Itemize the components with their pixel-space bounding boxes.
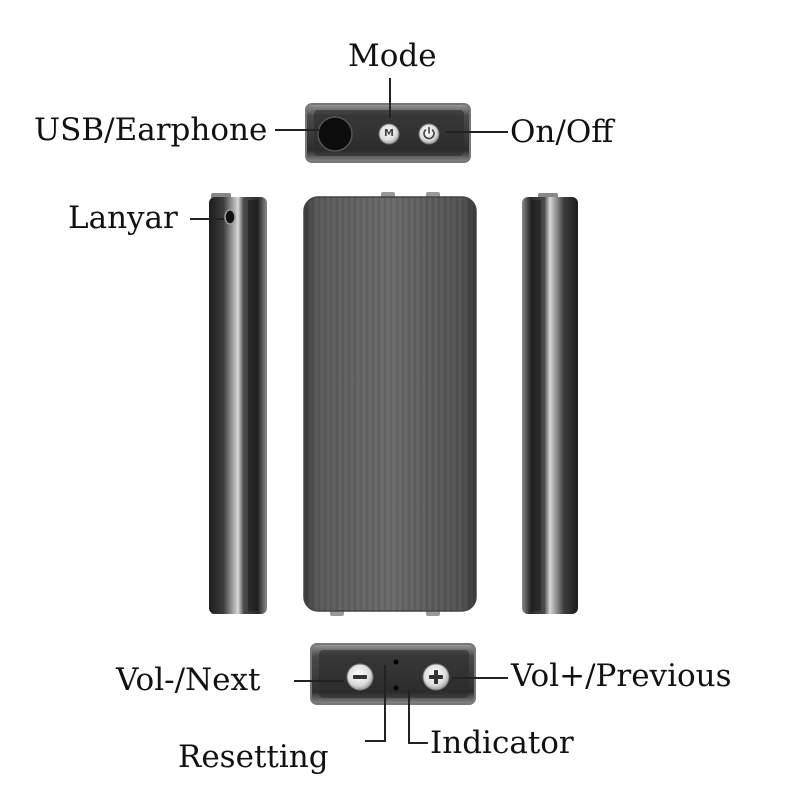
- reset-hole: [393, 659, 399, 665]
- indicator-light: [393, 685, 399, 691]
- vol-plus-previous-label: Vol+/Previous: [511, 658, 732, 694]
- right-side-view: [522, 193, 578, 614]
- vol-plus-leader: [452, 677, 508, 679]
- resetting-leader-h: [365, 740, 386, 742]
- usb-earphone-label: USB/Earphone: [34, 112, 268, 148]
- left-side-view: [209, 193, 267, 614]
- indicator-leader-h: [408, 742, 428, 744]
- usb-earphone-port: [317, 116, 353, 152]
- bottom-end-view: [310, 643, 476, 705]
- lanyar-leader: [190, 218, 224, 220]
- front-view: [303, 192, 477, 616]
- resetting-leader-v: [384, 665, 386, 741]
- indicator-label: Indicator: [430, 725, 574, 761]
- on-off-leader: [446, 131, 508, 133]
- indicator-leader-v: [408, 690, 410, 743]
- top-end-view: [305, 103, 471, 163]
- lanyar-label: Lanyar: [68, 200, 178, 236]
- on-off-button: [418, 123, 440, 145]
- on-off-label: On/Off: [510, 114, 614, 150]
- minus-icon: [353, 675, 367, 679]
- vol-minus-leader: [294, 680, 344, 682]
- mode-leader: [389, 78, 391, 118]
- vol-minus-next-label: Vol-/Next: [116, 662, 261, 698]
- usb-earphone-leader: [275, 129, 319, 131]
- plus-icon: [429, 670, 443, 684]
- lanyard-hole: [224, 209, 236, 225]
- resetting-label: Resetting: [178, 739, 329, 775]
- power-icon: [423, 126, 435, 140]
- mode-label: Mode: [348, 38, 437, 74]
- mode-button: [378, 123, 400, 145]
- mode-button-glyph: M: [384, 128, 394, 139]
